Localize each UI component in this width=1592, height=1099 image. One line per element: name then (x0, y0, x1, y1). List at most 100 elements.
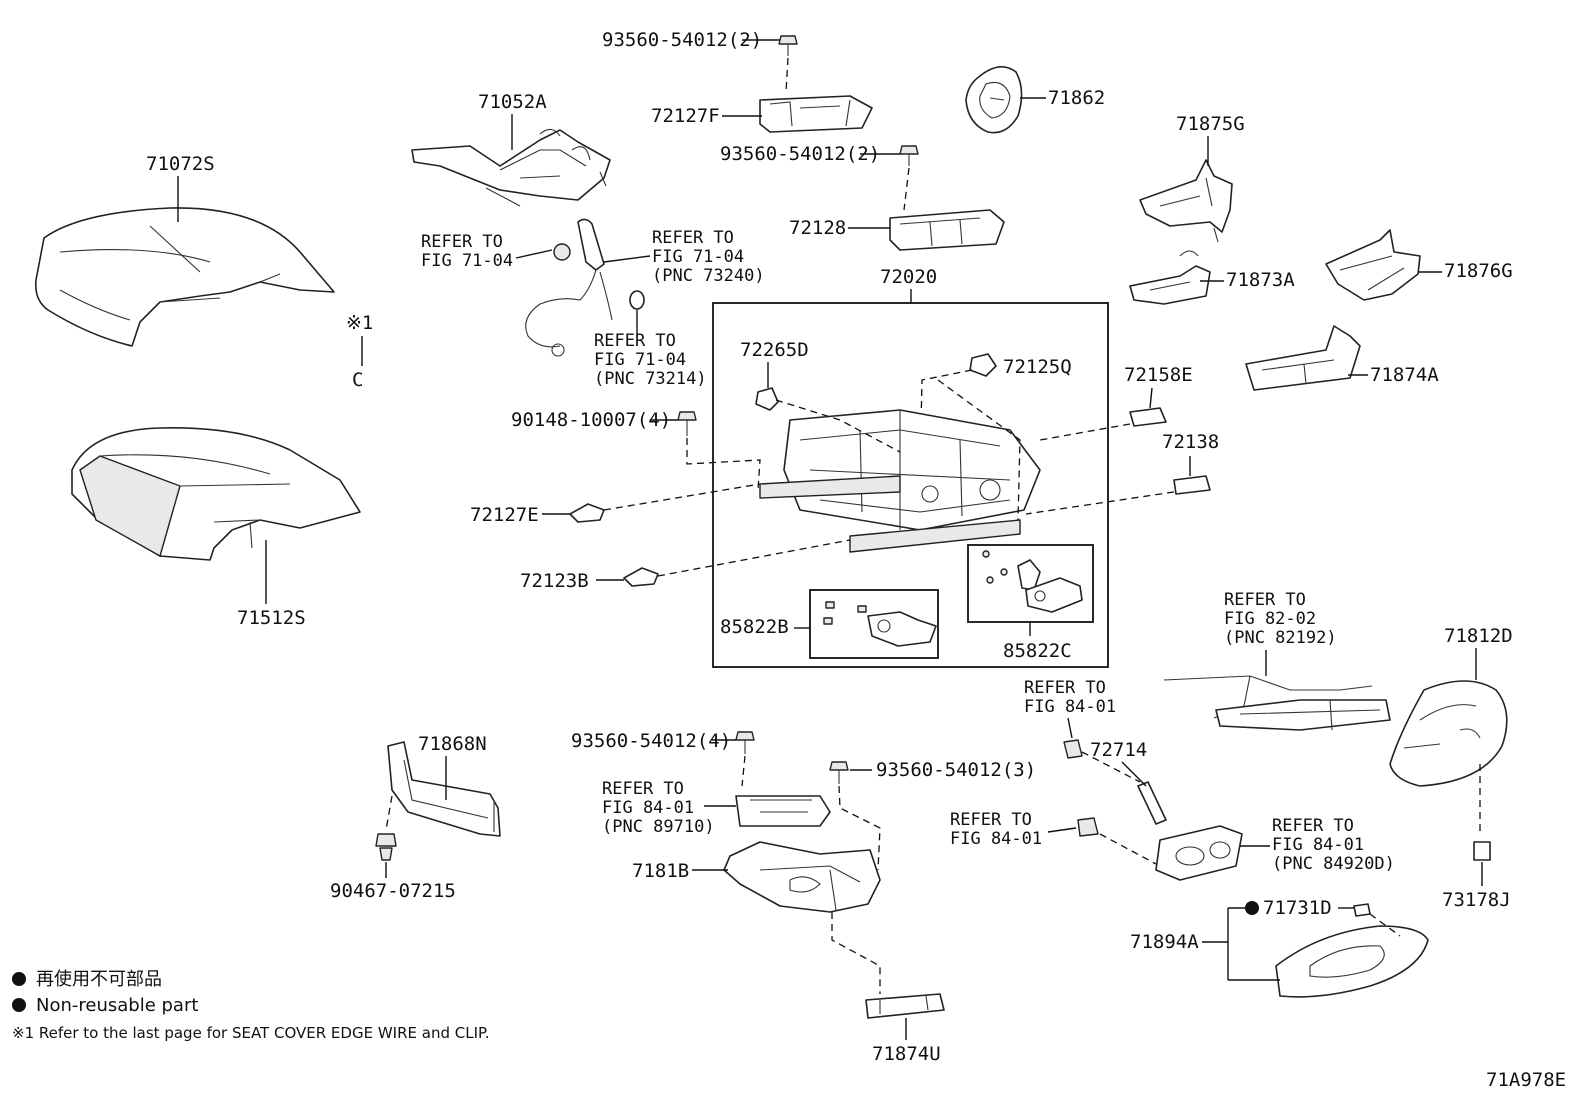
label-71894A: 71894A (1130, 931, 1199, 953)
refer-note-6-line-3: (PNC 89710) (602, 817, 715, 837)
label-93560-54012-mid: 93560-54012(2) (720, 143, 880, 165)
refer-note-7-line-1: REFER TO (950, 810, 1032, 830)
label-93560-54012-4: 93560-54012(4) (571, 730, 731, 752)
cover-89710 (735, 795, 831, 827)
refer-note-1-line-1: REFER TO (421, 232, 503, 252)
screw-93560-4 (735, 731, 755, 754)
part-71868N (387, 741, 501, 837)
refer-note-4-line-1: REFER TO (1224, 590, 1306, 610)
label-72158E: 72158E (1124, 364, 1193, 386)
part-72128 (889, 209, 1005, 251)
label-71862: 71862 (1048, 87, 1105, 109)
label-71874A: 71874A (1370, 364, 1439, 386)
refer-note-5-line-1: REFER TO (1024, 678, 1106, 698)
guide-72265D (775, 399, 901, 453)
leader-refer-note-2 (603, 255, 651, 263)
screw-93560-3 (829, 761, 849, 784)
guide-72123B (657, 539, 851, 577)
legend-note-1: ※1 Refer to the last page for SEAT COVER… (12, 1024, 489, 1042)
part-71862 (965, 66, 1023, 134)
bolt-90148 (677, 411, 697, 436)
part-71072S-cushion-cover (34, 207, 335, 347)
drawing-code: 71A978E (1486, 1069, 1566, 1091)
cap-72127E (569, 503, 605, 523)
label-73178J: 73178J (1442, 889, 1511, 911)
guide-72138 (1025, 491, 1175, 515)
label-71875G: 71875G (1176, 113, 1245, 135)
refer-note-6-line-1: REFER TO (602, 779, 684, 799)
label-85822C: 85822C (1003, 640, 1072, 662)
legend-jp: 再使用不可部品 (36, 969, 162, 990)
label-93560-54012-top: 93560-54012(2) (602, 29, 762, 51)
refer-note-3-line-2: FIG 71-04 (594, 350, 686, 370)
label-72714: 72714 (1090, 739, 1147, 761)
label-71512S: 71512S (237, 607, 306, 629)
clip-71731D (1353, 903, 1371, 917)
harness-82192 (1163, 675, 1391, 731)
refer-note-6-line-2: FIG 84-01 (602, 798, 694, 818)
label-71873A: 71873A (1226, 269, 1295, 291)
legend-bullet-en (12, 998, 26, 1012)
guide-90148 (686, 438, 761, 491)
label-85822B: 85822B (720, 616, 789, 638)
clip-73178J (1473, 841, 1491, 861)
guide-71874U (831, 912, 881, 994)
label-90148-10007: 90148-10007(4) (511, 409, 671, 431)
leader-72714 (1121, 761, 1147, 787)
refer-note-2-line-3: (PNC 73240) (652, 266, 765, 286)
guide-72158E (1039, 423, 1131, 441)
label-71868N: 71868N (418, 733, 487, 755)
leader-refer-note-5 (1067, 717, 1073, 739)
label-90467-07215: 90467-07215 (330, 880, 456, 902)
part-71052A (411, 128, 611, 207)
label-71052A: 71052A (478, 91, 547, 113)
refer-note-2-line-2: FIG 71-04 (652, 247, 744, 267)
part-71876G (1325, 229, 1421, 301)
guide-switch (1099, 833, 1157, 865)
guide-72714 (1081, 751, 1141, 783)
label-71072S: 71072S (146, 153, 215, 175)
cover-72138 (1173, 475, 1211, 495)
part-71874U (865, 993, 945, 1019)
part-72265D (755, 387, 779, 411)
leader-refer-note-1 (515, 249, 553, 259)
part-7181B (723, 841, 881, 913)
label-71876G: 71876G (1444, 260, 1513, 282)
guide-frame-right (937, 379, 1021, 521)
leader-72158E (1149, 387, 1153, 409)
refer-note-8-line-3: (PNC 84920D) (1272, 854, 1395, 874)
motor-85822C (982, 550, 1083, 613)
part-71894A (1275, 925, 1429, 998)
refer-note-1-line-2: FIG 71-04 (421, 251, 513, 271)
guide-93560-mid (903, 167, 910, 211)
part-71873A (1129, 250, 1211, 305)
label-72125Q: 72125Q (1003, 356, 1072, 378)
part-71512S-cushion-pad (71, 427, 361, 561)
label-72138: 72138 (1162, 431, 1219, 453)
leader-71894A (1202, 907, 1280, 981)
part-71812D (1389, 680, 1508, 787)
refer-note-3-line-3: (PNC 73214) (594, 369, 707, 389)
part-71875G (1139, 159, 1233, 243)
grommet-73214 (629, 290, 645, 310)
refer-note-7-line-2: FIG 84-01 (950, 829, 1042, 849)
label-71731D: 71731D (1263, 897, 1332, 919)
cover-72158E (1129, 407, 1167, 427)
clip-c: C (352, 369, 363, 391)
screw-93560-mid (899, 145, 919, 166)
seat-frame-adjuster (759, 409, 1041, 553)
guide-71731D (1369, 913, 1401, 937)
screw-84-01-lower (1077, 817, 1099, 837)
motor-85822B (823, 601, 937, 647)
legend-en: Non-reusable part (36, 995, 198, 1016)
label-7181B: 7181B (632, 860, 689, 882)
label-72127F: 72127F (651, 105, 720, 127)
screw-93560-top (778, 35, 798, 56)
refer-note-2-line-1: REFER TO (652, 228, 734, 248)
non-reusable-bullet-71731D (1245, 901, 1259, 915)
guide-93560-3 (838, 785, 881, 871)
part-72127F (759, 95, 873, 133)
harness-lever (525, 218, 613, 357)
part-71874A (1245, 325, 1361, 391)
